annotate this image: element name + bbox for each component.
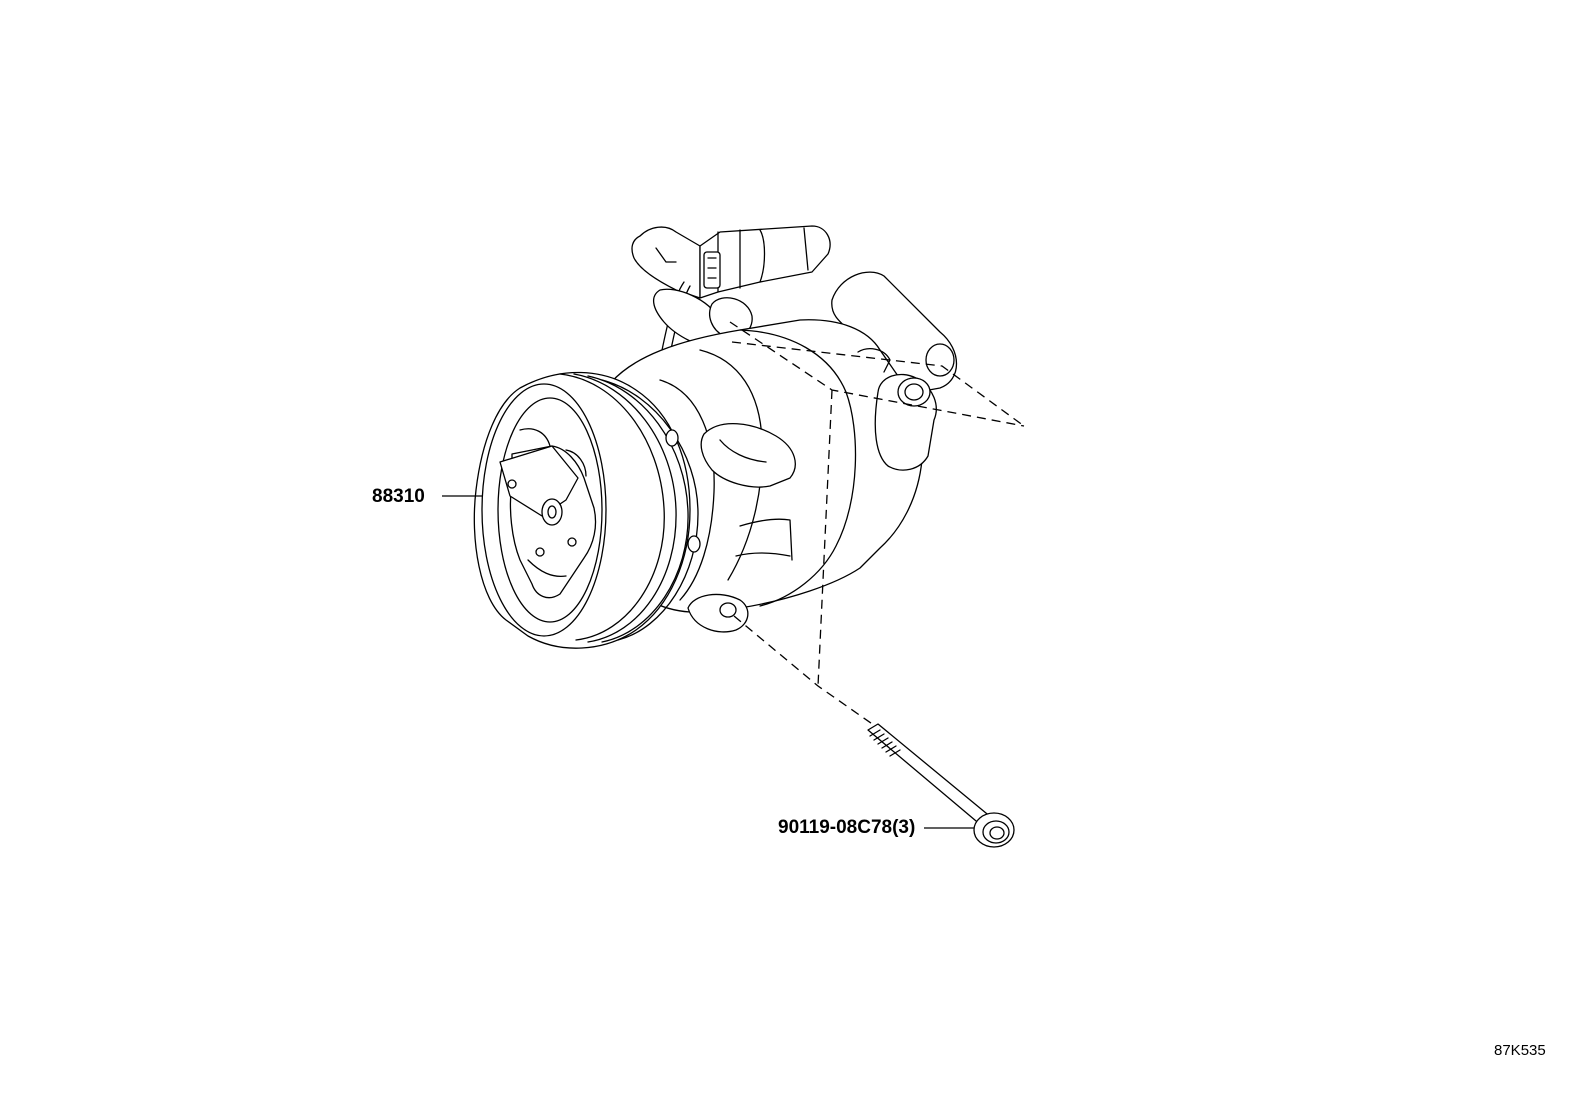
part-number-label: 88310 [372,486,425,507]
ac-compressor-illustration [473,225,958,649]
part-number-label: 90119-08C78(3) [778,817,915,838]
part-callout-90119-08C78[interactable]: 90119-08C78(3) [778,817,974,838]
flange-bolt-illustration [867,723,1015,848]
part-callout-88310[interactable]: 88310 [372,486,483,507]
bolt-phantom-lines [729,321,1025,729]
figure-code: 87K535 [1494,1042,1546,1059]
